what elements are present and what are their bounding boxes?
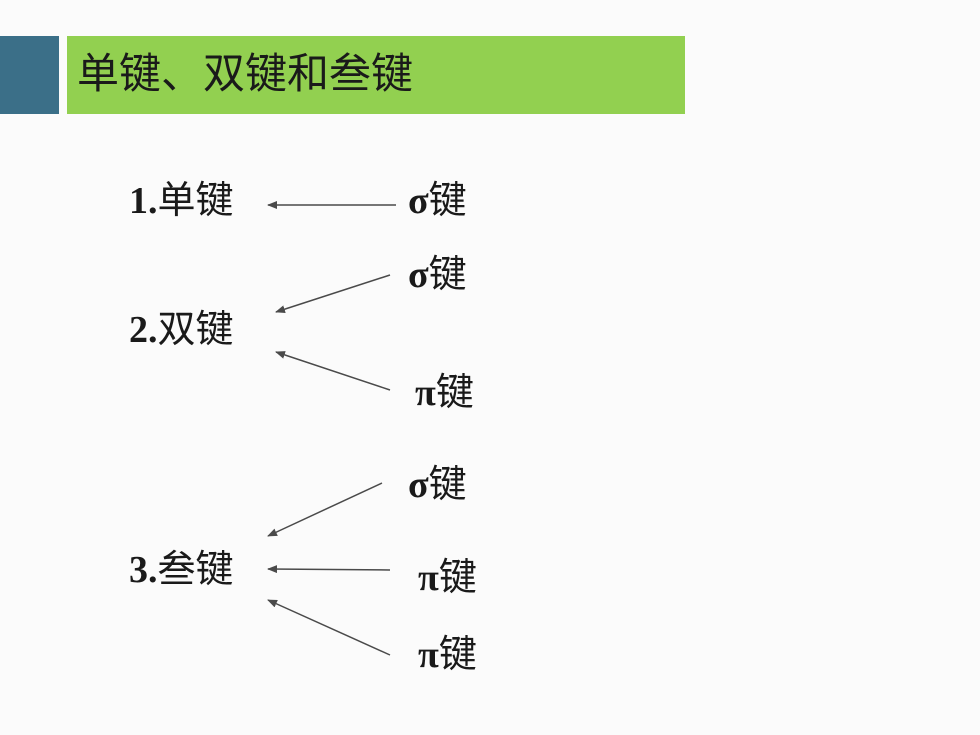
bond-symbol: π (415, 372, 436, 414)
title-bar: 单键、双键和叁键 (67, 36, 685, 114)
bond-symbol: σ (408, 254, 429, 296)
bond-type-double: 2.双键 (129, 307, 234, 352)
bond-symbol: σ (408, 180, 429, 222)
bond-name: 键 (428, 252, 467, 296)
component-sigma-3: σ键 (408, 462, 467, 507)
bond-type-name: 叁键 (157, 547, 234, 591)
bond-type-triple: 3.叁键 (129, 547, 234, 592)
bond-type-name: 双键 (157, 307, 234, 351)
component-pi-3a: π键 (418, 555, 477, 600)
bond-name: 键 (438, 632, 477, 676)
bond-name: 键 (428, 178, 467, 222)
bond-symbol: π (418, 557, 439, 599)
slide-title: 单键、双键和叁键 (77, 49, 414, 98)
bond-symbol: π (418, 634, 439, 676)
bond-name: 键 (438, 555, 477, 599)
component-pi-3b: π键 (418, 632, 477, 677)
accent-block (0, 36, 59, 114)
arrow-triple-pi-b (267, 599, 391, 656)
bond-type-number: 3. (129, 549, 158, 591)
bond-symbol: σ (408, 464, 429, 506)
component-sigma-1: σ键 (408, 178, 467, 223)
bond-type-number: 1. (129, 180, 158, 222)
arrow-triple-pi-a (267, 565, 391, 574)
arrow-double-pi (275, 351, 391, 391)
bond-name: 键 (428, 462, 467, 506)
bond-type-name: 单键 (157, 178, 234, 222)
bond-name: 键 (435, 370, 474, 414)
component-sigma-2: σ键 (408, 252, 467, 297)
component-pi-2: π键 (415, 370, 474, 415)
arrow-triple-sigma (267, 482, 383, 537)
bond-type-single: 1.单键 (129, 178, 234, 223)
bond-type-number: 2. (129, 309, 158, 351)
arrow-double-sigma (275, 274, 391, 314)
